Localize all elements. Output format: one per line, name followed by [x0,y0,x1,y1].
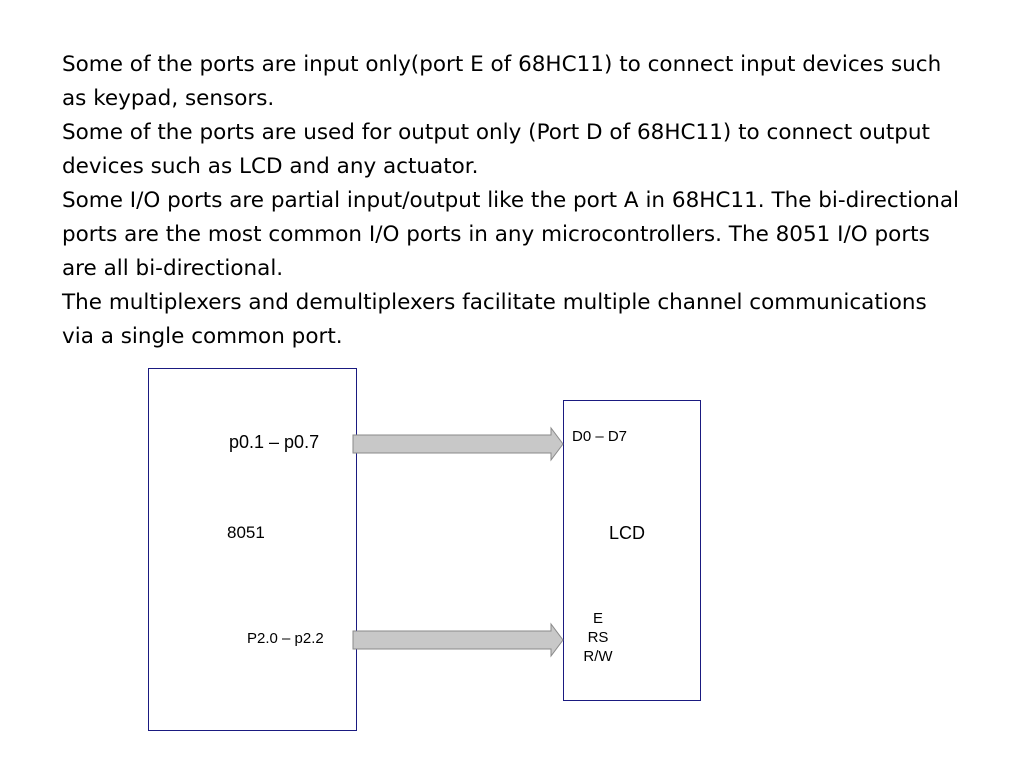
control-bus-arrow [352,622,564,658]
mcu-port2-label: P2.0 – p2.2 [247,630,324,647]
lcd-control-pins: E RS R/W [570,609,626,666]
microcontroller-block [148,368,357,731]
lcd-pin-e-label: E [592,610,603,627]
mcu-port0-label: p0.1 – p0.7 [229,432,320,452]
data-bus-arrow [352,426,564,462]
paragraph-output-ports: Some of the ports are used for output on… [62,120,930,179]
lcd-pin-rw-label: R/W [583,648,613,665]
paragraph-multiplexers: The multiplexers and demultiplexers faci… [62,290,927,349]
lcd-data-pins-label: D0 – D7 [572,428,628,445]
lcd-block [563,400,701,701]
paragraph-input-ports: Some of the ports are input only(port E … [62,52,942,111]
slide-body-text: Some of the ports are input only(port E … [62,48,962,354]
lcd-pin-rs-label: RS [587,629,609,646]
mcu-name-label: 8051 [227,523,265,542]
paragraph-bidirectional-ports: Some I/O ports are partial input/output … [62,188,960,281]
lcd-name-label: LCD [609,523,646,543]
